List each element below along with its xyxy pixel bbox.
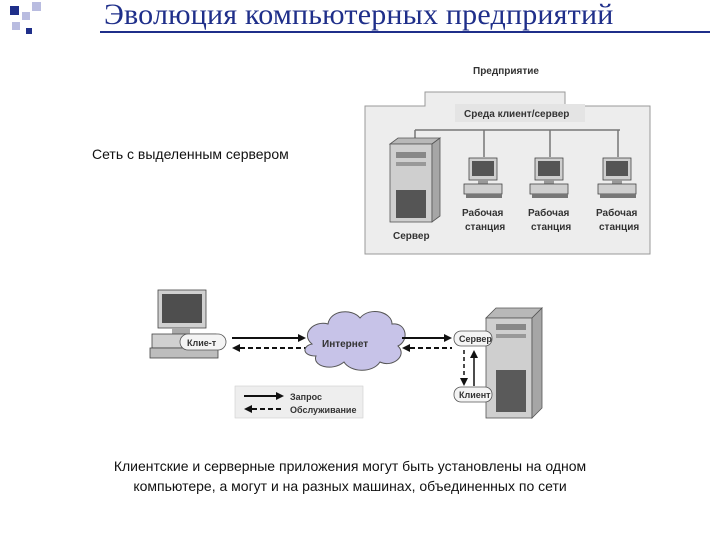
server-label: Сервер [459,334,492,344]
legend-request-arrow-head [276,392,284,400]
local-client-label-box [453,386,493,403]
internet-label: Интернет [322,339,368,350]
server-label-box [453,330,493,347]
title-decoration-square-2 [22,12,30,20]
enterprise-diagram: Предприятие Среда клиент/сервер Сервер [364,66,651,255]
request-arrow-head-vertical [470,350,478,358]
title-underline [100,31,710,33]
service-arrow-head-vertical [460,378,468,386]
title-decoration-square-4 [12,22,20,30]
caption-bottom-line-1: Клиентские и серверные приложения могут … [113,458,587,474]
environment-label-box [455,104,585,122]
workstation-3-label-line2: станция [599,222,639,233]
request-arrow-head-2 [444,334,452,342]
title-decoration-square-3 [32,2,41,11]
workstation-3-label-line1: Рабочая [596,207,638,219]
workstation-2-label-line1: Рабочая [528,207,570,219]
internet-cloud-icon [304,310,406,371]
legend-box [234,385,364,419]
workstation-icon-2 [529,157,569,198]
workstation-icon-3 [597,157,637,198]
title-decoration-square-5 [26,28,32,34]
workstation-1-label-line2: станция [465,222,505,233]
legend-request-label: Запрос [290,392,322,402]
slide-title: Эволюция компьютерных предприятий [104,0,614,31]
caption-client-server-apps: Клиентские и серверные приложения могут … [40,456,660,496]
caption-dedicated-server: Сеть с выделенным сервером [92,146,289,162]
client-computer-icon [149,289,219,359]
legend-service-arrow-head [244,405,252,413]
network-server-icon [485,307,543,419]
workstation-2-label-line2: станция [531,222,571,233]
workstation-icon-1 [463,157,503,198]
enterprise-server-icon [388,137,442,223]
title-decoration-square-1 [10,6,19,15]
client-label: Клие-т [187,338,217,348]
legend-service-label: Обслуживание [290,405,356,415]
service-arrow-head-1 [232,344,240,352]
environment-label: Среда клиент/сервер [464,109,569,120]
request-arrow-head-1 [298,334,306,342]
enterprise-label: Предприятие [473,66,539,77]
client-label-box [179,333,227,351]
local-client-label: Клиент [459,390,491,400]
workstation-1-label-line1: Рабочая [462,207,504,219]
service-arrow-head-2 [402,344,410,352]
caption-bottom-line-2: компьютере, а могут и на разных машинах,… [133,478,567,494]
network-diagram: Клие-т Интернет Сервер Кл [149,289,543,419]
enterprise-server-label: Сервер [393,231,430,242]
